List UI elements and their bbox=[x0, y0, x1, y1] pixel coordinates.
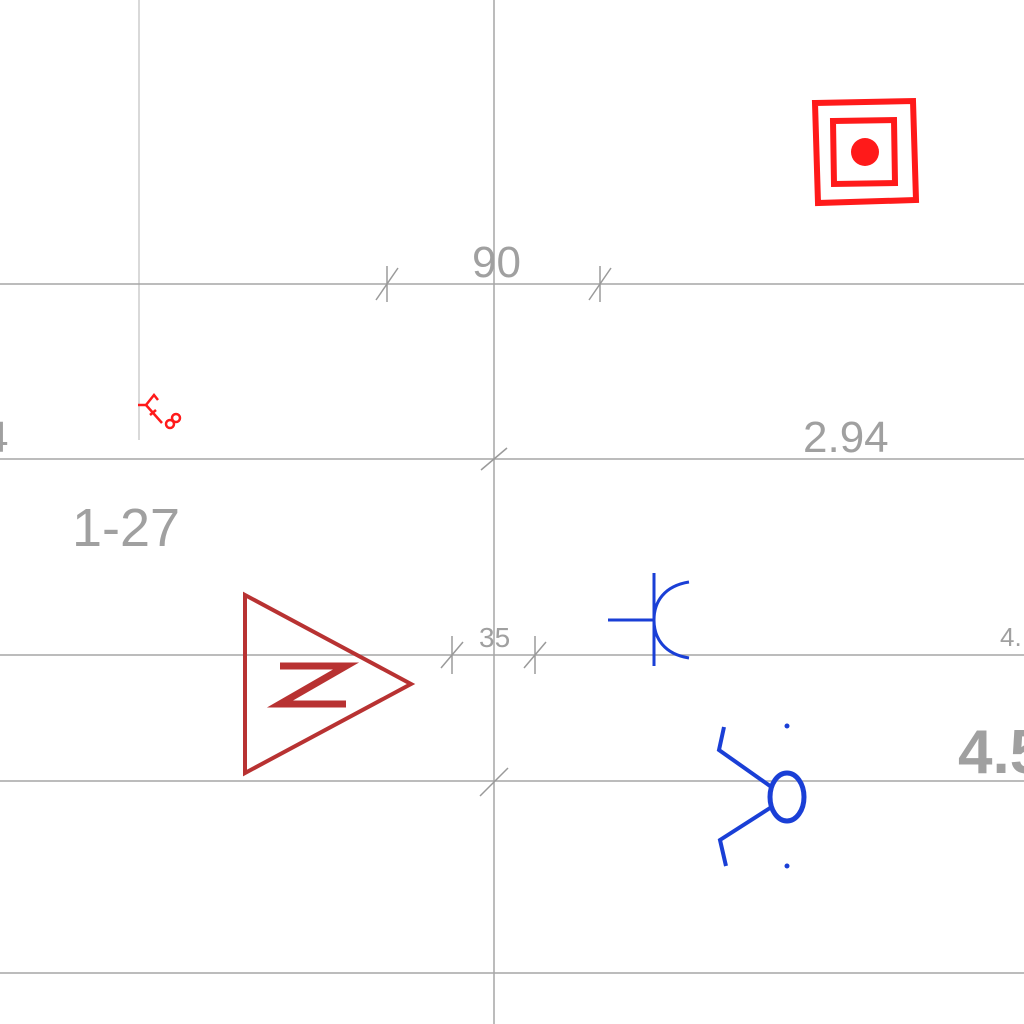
dimension-labels: 90 4 2.94 1-27 35 4. 4.5 bbox=[0, 238, 1024, 787]
capacitor-symbol-icon[interactable] bbox=[608, 573, 690, 666]
target-symbol-icon[interactable] bbox=[811, 97, 920, 207]
dimension-label-right-bold: 4.5 bbox=[958, 718, 1024, 787]
tick-center-lower bbox=[479, 767, 509, 797]
dimension-label-top: 90 bbox=[472, 238, 521, 287]
dimension-label-middle: 35 bbox=[479, 622, 510, 653]
tick-center-upper bbox=[480, 447, 508, 471]
n-triangle-icon[interactable] bbox=[243, 591, 416, 777]
dimension-label-right: 2.94 bbox=[803, 413, 889, 462]
dimension-label-left-edge: 4 bbox=[0, 413, 8, 462]
small-red-fixture-icon[interactable] bbox=[138, 392, 182, 430]
dimension-label-right-small: 4. bbox=[1000, 622, 1022, 652]
room-tag-label: 1-27 bbox=[72, 498, 180, 558]
fixture-symbol-icon[interactable] bbox=[716, 723, 807, 869]
dimension-ticks bbox=[375, 266, 612, 797]
